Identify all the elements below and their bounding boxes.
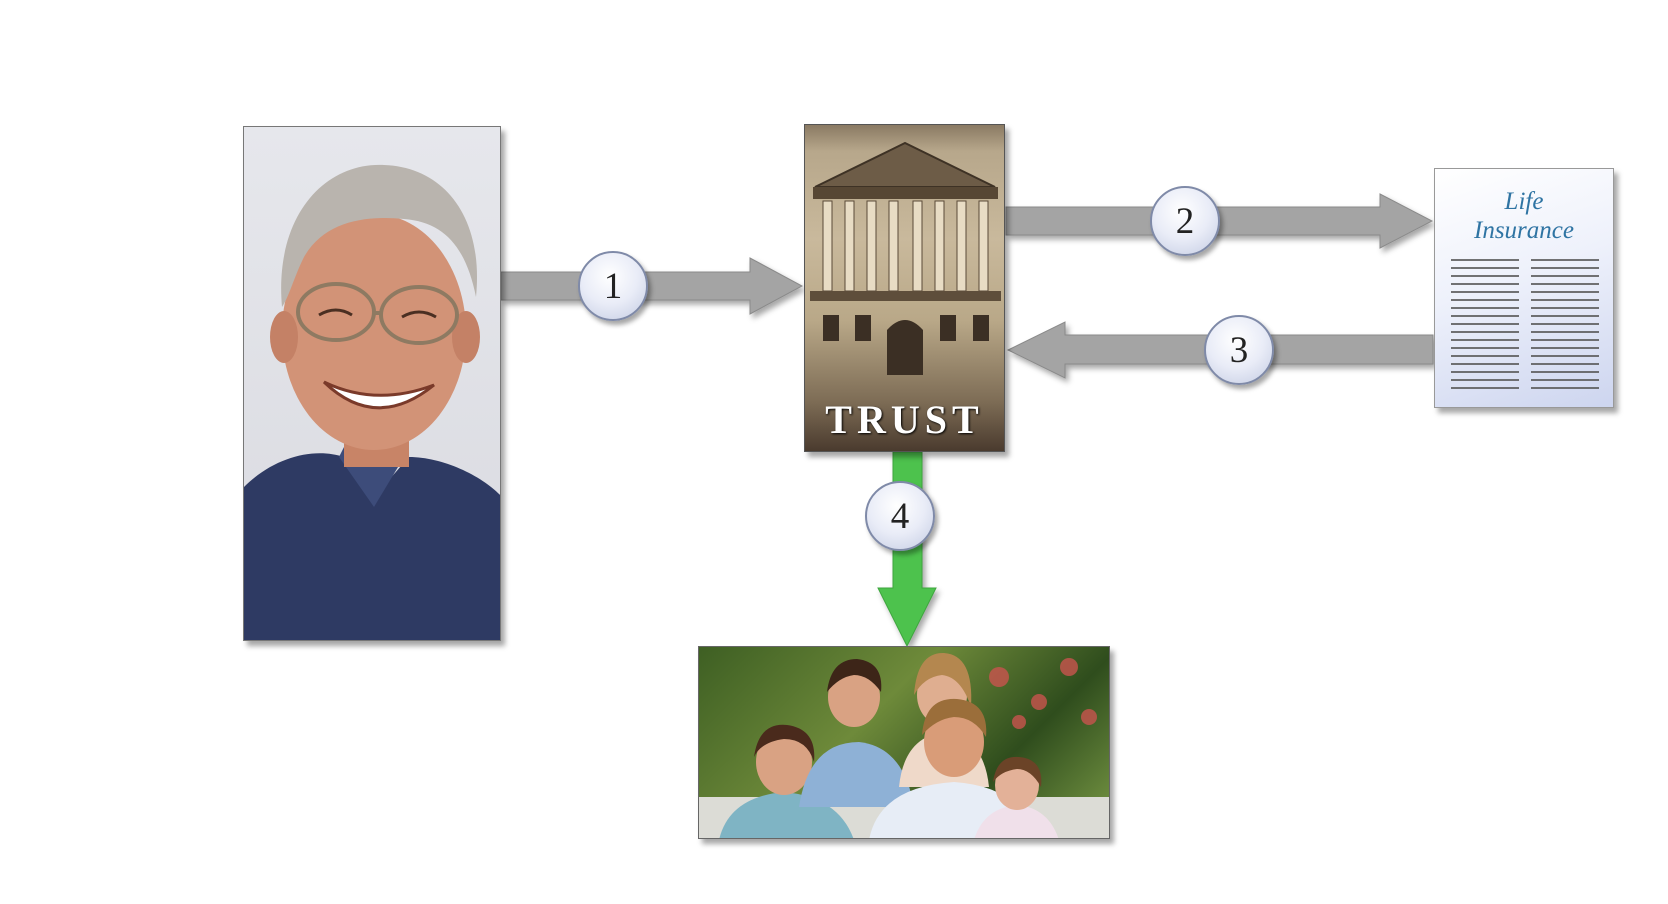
insurance-title-line1: Life xyxy=(1504,188,1544,215)
trust-card: TRUST xyxy=(804,124,1005,452)
arrow-grantor-to-trust xyxy=(500,257,804,315)
document-text-column xyxy=(1531,259,1599,395)
older-man-illustration xyxy=(244,164,500,640)
step-marker-1: 1 xyxy=(578,251,648,321)
insurance-title-line2: Insurance xyxy=(1474,217,1574,244)
building-facade-icon xyxy=(810,141,1001,375)
step-marker-3: 3 xyxy=(1204,315,1274,385)
document-text-column xyxy=(1451,259,1519,395)
step-marker-4: 4 xyxy=(865,481,935,551)
family-portrait-illustration xyxy=(699,652,1109,838)
step-marker-2: 2 xyxy=(1150,186,1220,256)
grantor-photo xyxy=(243,126,501,641)
family-photo xyxy=(698,646,1110,839)
insurance-title: Life Insurance xyxy=(1435,187,1613,245)
trust-label: TRUST xyxy=(825,397,984,442)
life-insurance-document: Life Insurance xyxy=(1434,168,1614,408)
